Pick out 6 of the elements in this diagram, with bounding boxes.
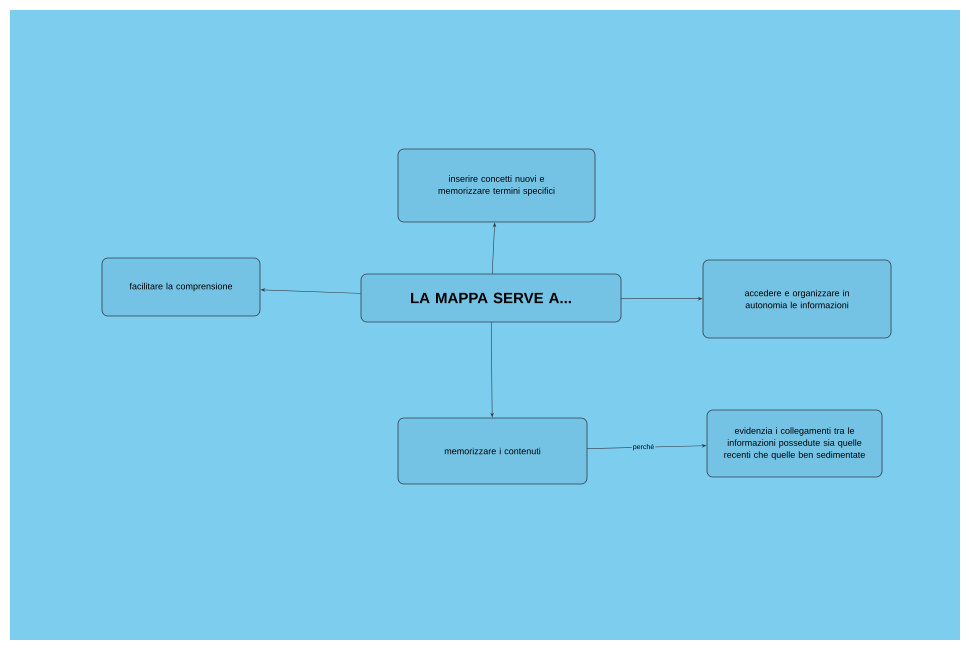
concept-box: inserire concetti nuovi e memorizzare termini specifici xyxy=(398,148,596,222)
concept-box: accedere e organizzare in autonomia le informazioni xyxy=(702,260,892,338)
concept-box: facilitare la comprensione xyxy=(102,258,260,316)
title-box: LA MAPPA SERVE A... xyxy=(360,274,622,322)
concept-box: evidenzia i collegamenti tra le informazioni possedute sia quelle recenti che quelle ben sedimentate xyxy=(706,410,882,478)
concept-box: memorizzare i contenuti xyxy=(398,418,588,484)
